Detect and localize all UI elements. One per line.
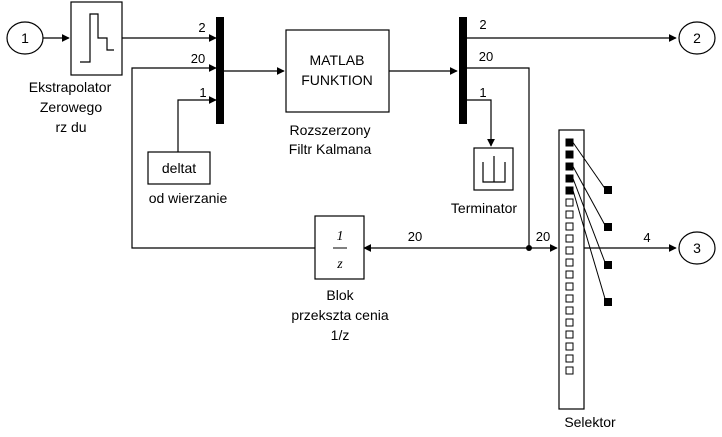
selector-output-square: [604, 261, 612, 269]
outport-3-number: 3: [693, 240, 701, 256]
selector-input-square: [565, 222, 574, 231]
signal-label-selector-in: 20: [536, 229, 550, 244]
terminator-block[interactable]: Terminator: [451, 147, 517, 216]
selector-input-square: [565, 294, 574, 303]
unit-delay-block[interactable]: 1 z Blok przekszta cenia 1/z: [291, 215, 389, 343]
selector-input-square: [565, 282, 574, 291]
outport-3-shape[interactable]: [678, 231, 716, 265]
matlab-label-line2: Filtr Kalmana: [289, 141, 372, 157]
signal-label-demux-to-term: 1: [479, 85, 486, 100]
signal-label-demux-state: 20: [479, 49, 493, 64]
unit-delay-label-line3: 1/z: [331, 327, 350, 343]
outport-2-number: 2: [693, 30, 701, 46]
signal-label-deltat-to-mux: 1: [199, 85, 206, 100]
selector-input-square: [565, 270, 574, 279]
selector-input-square: [565, 150, 574, 159]
selector-input-square: [565, 318, 574, 327]
selector-input-square: [565, 198, 574, 207]
selector-input-square: [565, 258, 574, 267]
selector-output-square: [604, 298, 612, 306]
wire-delay-to-mux: [131, 64, 315, 249]
selector-input-square: [565, 210, 574, 219]
signal-label-delay-in: 20: [408, 229, 422, 244]
inport-1-shape[interactable]: [6, 21, 44, 55]
selector-input-square: [565, 234, 574, 243]
unit-delay-label-line2: przekszta cenia: [291, 307, 388, 323]
selector-mapping-line: [572, 166, 607, 228]
deltat-text: deltat: [162, 160, 196, 176]
signal-label-zoh-to-mux: 2: [198, 20, 205, 35]
outport-2-shape[interactable]: [678, 21, 716, 55]
wire-demux-state: [467, 67, 530, 248]
matlab-block-box[interactable]: [285, 29, 390, 113]
selector-mapping-line: [572, 142, 607, 191]
matlab-function-block[interactable]: MATLAB FUNKTION Rozszerzony Filtr Kalman…: [285, 29, 390, 157]
signal-label-delay-to-mux: 20: [191, 51, 205, 66]
terminator-label: Terminator: [451, 200, 517, 216]
signal-label-demux-to-out2: 2: [479, 17, 486, 32]
unit-delay-numerator: 1: [337, 229, 344, 244]
selector-input-square: [565, 330, 574, 339]
selector-input-square: [565, 366, 574, 375]
mux-bar[interactable]: [216, 17, 224, 124]
demux-bar[interactable]: [459, 17, 467, 124]
zoh-label-line1: Ekstrapolator: [29, 79, 112, 95]
wire-deltat-to-mux: [177, 96, 217, 152]
selector-output-square: [604, 223, 612, 231]
selector-mapping-line: [572, 178, 607, 266]
selector-input-square: [565, 342, 574, 351]
wire-demux-to-terminator: [467, 99, 495, 147]
deltat-block[interactable]: deltat od wierzanie: [147, 151, 228, 206]
selector-input-square: [565, 354, 574, 363]
signal-width-labels: 2 20 1 2 20 1 20 20 4: [191, 17, 651, 245]
selector-output-squares: [572, 142, 612, 306]
inport-1-number: 1: [21, 30, 29, 46]
matlab-text-line1: MATLAB: [310, 52, 365, 68]
deltat-label: od wierzanie: [149, 190, 228, 206]
selector-input-square: [565, 186, 574, 195]
zoh-label-line3: rz du: [55, 119, 86, 135]
selector-input-square: [565, 138, 574, 147]
outport-2[interactable]: 2: [678, 21, 716, 55]
selector-input-square: [565, 174, 574, 183]
branch-point: [526, 245, 532, 251]
selector-label: Selektor: [564, 414, 616, 430]
selector-mapping-line: [572, 190, 607, 303]
zoh-block-box[interactable]: [70, 1, 123, 76]
unit-delay-denominator: z: [336, 257, 343, 272]
selector-block[interactable]: Selektor: [558, 129, 616, 430]
outport-3[interactable]: 3: [678, 231, 716, 265]
matlab-label-line1: Rozszerzony: [290, 122, 371, 138]
zoh-label-line2: Zerowego: [40, 99, 102, 115]
unit-delay-label-line1: Blok: [326, 287, 354, 303]
selector-input-square: [565, 162, 574, 171]
signal-label-selector-out: 4: [643, 230, 650, 245]
inport-1[interactable]: 1: [6, 21, 44, 55]
matlab-text-line2: FUNKTION: [301, 72, 373, 88]
selector-output-square: [604, 186, 612, 194]
zoh-staircase-icon: [80, 13, 114, 63]
selector-input-square: [565, 246, 574, 255]
selector-input-square: [565, 306, 574, 315]
deltat-block-box[interactable]: [147, 151, 211, 185]
zoh-block[interactable]: Ekstrapolator Zerowego rz du: [29, 1, 123, 135]
